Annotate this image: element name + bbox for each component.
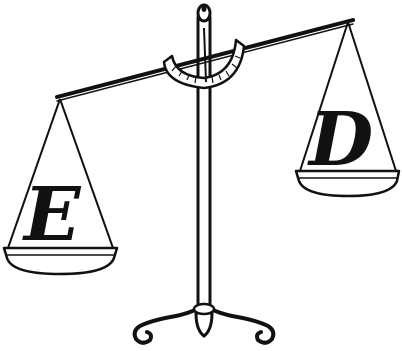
right-pan: D (296, 22, 399, 196)
left-pan-letter: E (22, 172, 82, 258)
left-pan: E (4, 99, 117, 274)
scale-base (135, 304, 274, 343)
right-pan-letter: D (307, 97, 373, 183)
